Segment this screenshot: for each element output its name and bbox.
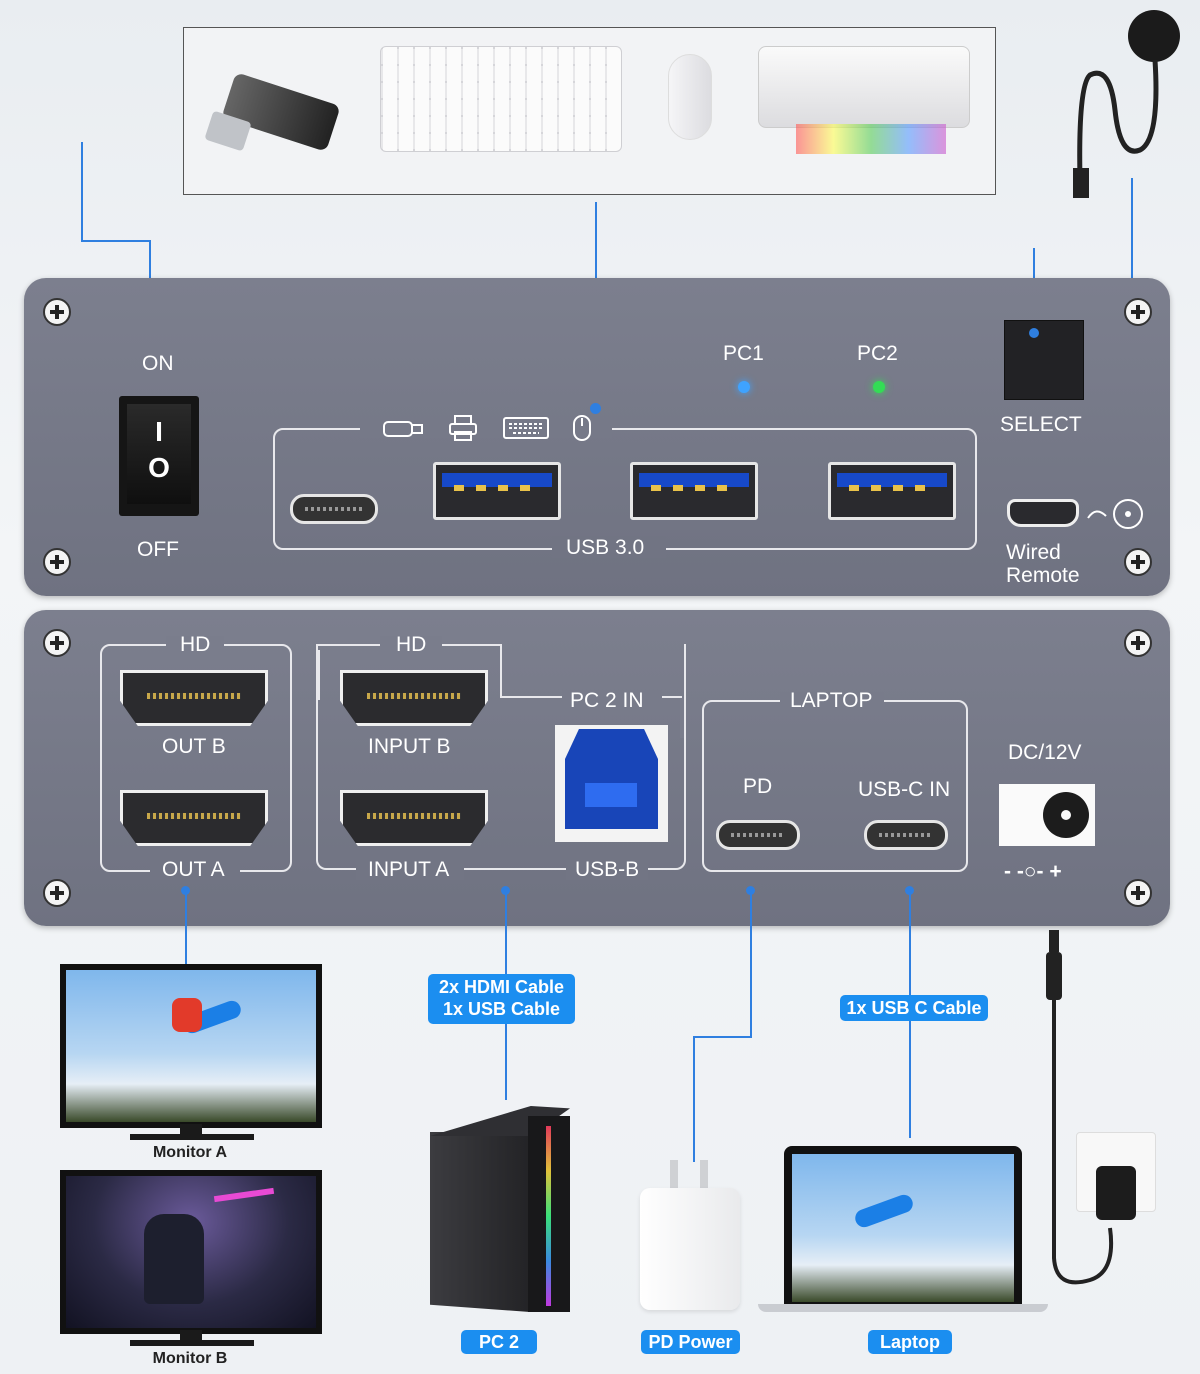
usb-drive-image (204, 68, 341, 152)
laptop-group-label: LAPTOP (790, 689, 873, 712)
wired-remote-device (1128, 10, 1180, 62)
hdmi-in-group-label: HD (396, 633, 427, 656)
pc2-cable-badge: 2x HDMI Cable 1x USB Cable (428, 974, 575, 1024)
laptop-badge: Laptop (868, 1330, 952, 1354)
laptop (758, 1146, 1048, 1316)
power-switch[interactable]: I O (119, 396, 199, 516)
usb-b-port (555, 725, 668, 842)
hdmi-out-a-label: OUT A (162, 858, 225, 881)
hdmi-input-b-label: INPUT B (368, 735, 451, 758)
led-pc2-label: PC2 (857, 342, 898, 365)
hdmi-input-a-label: INPUT A (368, 858, 450, 881)
pc2-tower (430, 1106, 570, 1312)
pd-charger (640, 1160, 740, 1310)
dc-port (999, 784, 1095, 846)
hdmi-out-a-port (120, 790, 268, 846)
usb-a-port-2 (630, 462, 758, 520)
pc2-cable-badge-line2: 1x USB Cable (442, 999, 561, 1019)
screw (1124, 629, 1152, 657)
mouse-icon (573, 415, 591, 441)
wired-remote-label-1: Wired (1006, 541, 1061, 564)
keyboard-image (380, 46, 622, 152)
pd-wire (750, 892, 752, 1038)
dc-power-cable (1046, 930, 1114, 1285)
pc2-cable-badge-line1: 2x HDMI Cable (438, 977, 565, 997)
pc2-in-label: PC 2 IN (570, 689, 644, 712)
dc-label: DC/12V (1008, 741, 1082, 764)
monitor-b-caption: Monitor B (152, 1350, 228, 1367)
remote-port (1007, 499, 1079, 527)
usb-section-label: USB 3.0 (566, 536, 645, 559)
mouse-image (668, 54, 712, 140)
pc2-badge: PC 2 (461, 1330, 537, 1354)
usb-drive-icon (383, 421, 423, 437)
printer-icon (449, 415, 477, 441)
on-label: ON (142, 352, 174, 375)
hdmi-out-group-label: HD (180, 633, 211, 656)
usbc-in-port (864, 820, 948, 850)
screw (1124, 879, 1152, 907)
pd-port (716, 820, 800, 850)
hdmi-out-b-port (120, 670, 268, 726)
monitor-b (60, 1170, 322, 1334)
keyboard-icon (503, 417, 549, 439)
off-label: OFF (137, 538, 179, 561)
remote-jack-icon (1087, 499, 1143, 529)
printer-image (746, 36, 981, 156)
power-wire (81, 142, 83, 240)
led-pc1-label: PC1 (723, 342, 764, 365)
peripherals-box (183, 27, 996, 195)
power-adapter (1096, 1166, 1136, 1220)
hdmi-out-b-label: OUT B (162, 735, 226, 758)
screw (1124, 548, 1152, 576)
usb-wire-dot (590, 403, 601, 414)
usbc-cable-badge: 1x USB C Cable (840, 995, 988, 1021)
hdmi-input-a-port (340, 790, 488, 846)
screw (43, 298, 71, 326)
usb-a-port-3 (828, 462, 956, 520)
usb-c-port (290, 494, 378, 524)
led-pc2 (873, 381, 885, 393)
screw (1124, 298, 1152, 326)
monitor-wire (185, 892, 187, 964)
monitor-a-caption: Monitor A (152, 1144, 228, 1161)
hdmi-in-frame (316, 644, 686, 870)
usbc-in-label: USB-C IN (858, 778, 951, 801)
wired-remote-label-2: Remote (1006, 564, 1080, 587)
select-button[interactable] (1004, 320, 1084, 400)
screw (43, 879, 71, 907)
remote-cable (1073, 59, 1159, 198)
dc-polarity: - -○- + (1004, 860, 1062, 883)
screw (43, 548, 71, 576)
pd-power-badge: PD Power (641, 1330, 740, 1354)
hdmi-input-b-port (340, 670, 488, 726)
select-label: SELECT (1000, 413, 1082, 436)
screw (43, 629, 71, 657)
monitor-a (60, 964, 322, 1128)
pd-label: PD (743, 775, 773, 798)
usb-a-port-1 (433, 462, 561, 520)
usb-b-label: USB-B (575, 858, 640, 881)
led-pc1 (738, 381, 750, 393)
